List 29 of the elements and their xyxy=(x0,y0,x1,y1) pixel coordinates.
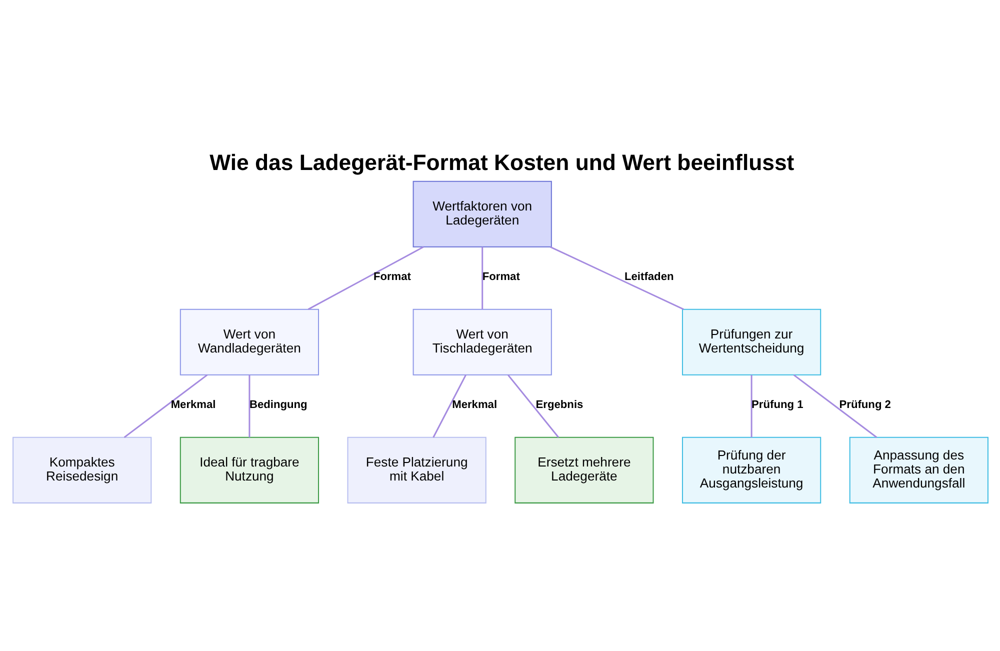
edge-label: Format xyxy=(372,270,411,282)
connector xyxy=(549,246,684,310)
edge-label: Merkmal xyxy=(170,398,216,410)
connector xyxy=(123,374,208,438)
edge-label: Prüfung 2 xyxy=(838,398,890,410)
connector xyxy=(506,374,559,438)
edge-label: Format xyxy=(482,270,520,282)
node-box: Prüfung der nutzbaren Ausgangsleistung xyxy=(681,436,821,503)
node-box: Wert von Wandladegeräten xyxy=(179,308,319,375)
node-box: Feste Platzierung mit Kabel xyxy=(346,436,486,503)
edge-label: Prüfung 1 xyxy=(751,398,803,410)
edge-label: Leitfaden xyxy=(624,270,674,282)
node-box: Wertfaktoren von Ladegeräten xyxy=(412,180,552,247)
connector xyxy=(792,374,877,438)
node-box: Ersetzt mehrere Ladegeräte xyxy=(514,436,654,503)
node-box: Anpassung des Formats an den Anwendungsfall xyxy=(848,436,988,503)
connector xyxy=(481,246,483,309)
node-box: Prüfungen zur Wertentscheidung xyxy=(681,308,821,375)
node-box: Wert von Tischladegeräten xyxy=(412,308,552,375)
edge-label: Merkmal xyxy=(452,398,497,410)
connector xyxy=(432,374,466,438)
connector xyxy=(750,374,752,437)
connector xyxy=(248,374,250,437)
edge-label: Bedingung xyxy=(248,398,307,410)
diagram-title: Wie das Ladegerät-Format Kosten und Wert beeinflusst xyxy=(209,149,794,174)
connector xyxy=(307,246,424,310)
edge-label: Ergebnis xyxy=(535,398,583,410)
node-box: Kompaktes Reisedesign xyxy=(12,436,152,503)
node-box: Ideal für tragbare Nutzung xyxy=(179,436,319,503)
